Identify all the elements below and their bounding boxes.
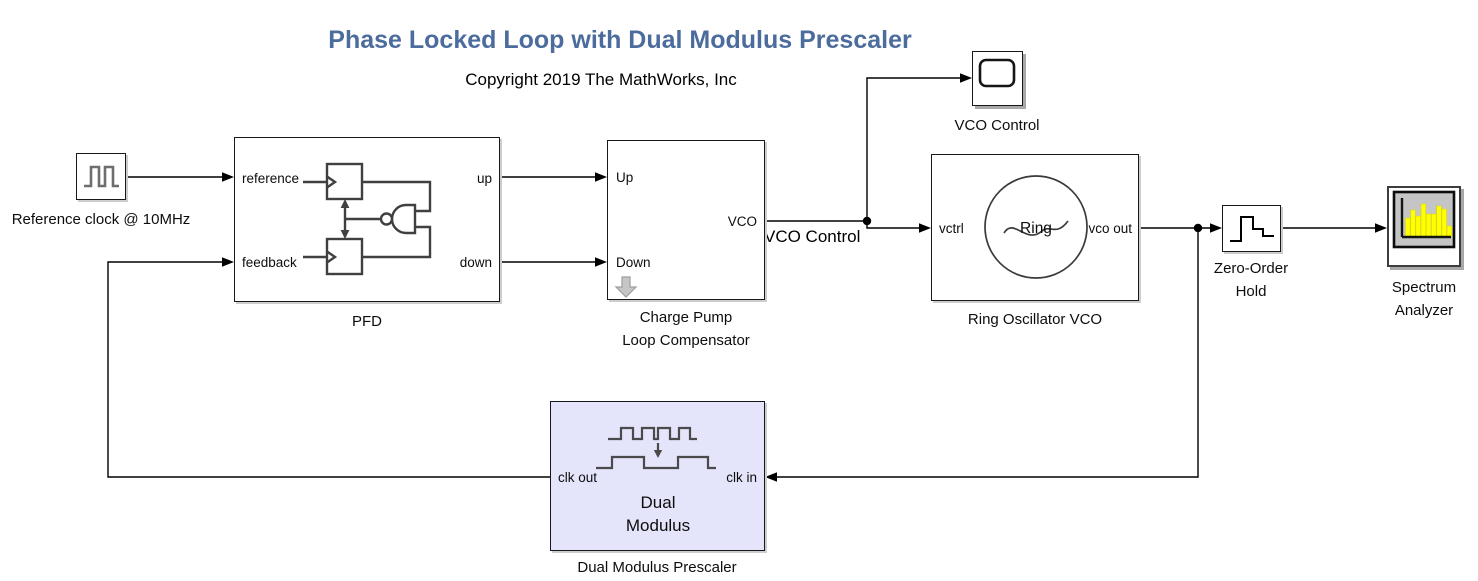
wire-pfd-up-to-chargepump[interactable] [500,172,607,182]
spectrum-analyzer-label: Spectrum Analyzer [1391,279,1457,319]
charge-pump-label: Charge Pump Loop Compensator [622,309,750,349]
prescaler-icon-label: Dual Modulus [625,493,691,535]
prescaler-port-clk-in: clk in [726,470,757,485]
charge-pump-port-vco: VCO [727,214,757,229]
ring-vco-label: Ring Oscillator VCO [967,311,1103,328]
ring-oscillator-vco-block[interactable]: Ring vctrl vco out [931,154,1139,301]
ring-oscillator-icon [984,175,1088,279]
pfd-label: PFD [352,313,382,330]
dual-clock-waveform-icon [596,426,716,470]
phase-frequency-detector-icon [303,162,432,276]
wire-prescaler-clkout-to-pfd-feedback[interactable] [107,257,550,478]
model-title: Phase Locked Loop with Dual Modulus Pres… [328,26,912,54]
wire-pfd-down-to-chargepump[interactable] [500,257,607,267]
vco-scope-label: VCO Control [954,117,1040,134]
pulse-generator-icon [84,165,119,188]
prescaler-label: Dual Modulus Prescaler [577,559,737,576]
pfd-port-down: down [459,255,492,270]
scope-icon [978,58,1016,88]
zero-order-hold-block[interactable] [1222,205,1281,252]
charge-pump-port-up: Up [616,170,634,185]
ring-icon-text: Ring [1020,220,1052,237]
ring-vco-port-vctrl: vctrl [939,221,964,236]
zero-order-hold-label: Zero-Order Hold [1213,260,1289,300]
wire-branch-to-prescaler-clkin[interactable] [765,228,1199,482]
reference-clock-block[interactable] [76,153,126,200]
ring-vco-port-vco-out: vco out [1088,221,1132,236]
wire-ringvco-to-zoh[interactable] [1139,223,1222,233]
pfd-port-up: up [476,171,492,186]
signal-label-vco-control[interactable]: VCO Control [764,227,861,246]
wire-chargepump-to-ringvco[interactable] [765,216,931,233]
down-arrow-badge-icon [614,276,638,298]
prescaler-port-clk-out: clk out [558,470,598,485]
wire-branch-to-vco-scope[interactable] [866,73,972,221]
vco-control-scope-block[interactable] [972,51,1023,106]
charge-pump-block[interactable]: Up Down VCO [607,140,765,300]
pfd-port-reference: reference [242,171,300,186]
pfd-block[interactable]: reference feedback up down [234,137,500,302]
reference-clock-label: Reference clock @ 10MHz [11,211,191,228]
pfd-port-feedback: feedback [242,255,297,270]
staircase-hold-icon [1230,216,1274,242]
wire-refclock-to-pfd[interactable] [126,172,234,182]
wire-zoh-to-spectrum[interactable] [1281,223,1387,233]
charge-pump-port-down: Down [616,255,651,270]
copyright-annotation: Copyright 2019 The MathWorks, Inc [465,70,737,89]
spectrum-bars-icon [1392,190,1456,249]
spectrum-analyzer-block[interactable] [1387,186,1461,267]
dual-modulus-prescaler-block[interactable]: Dual Modulus clk out clk in [550,401,765,551]
